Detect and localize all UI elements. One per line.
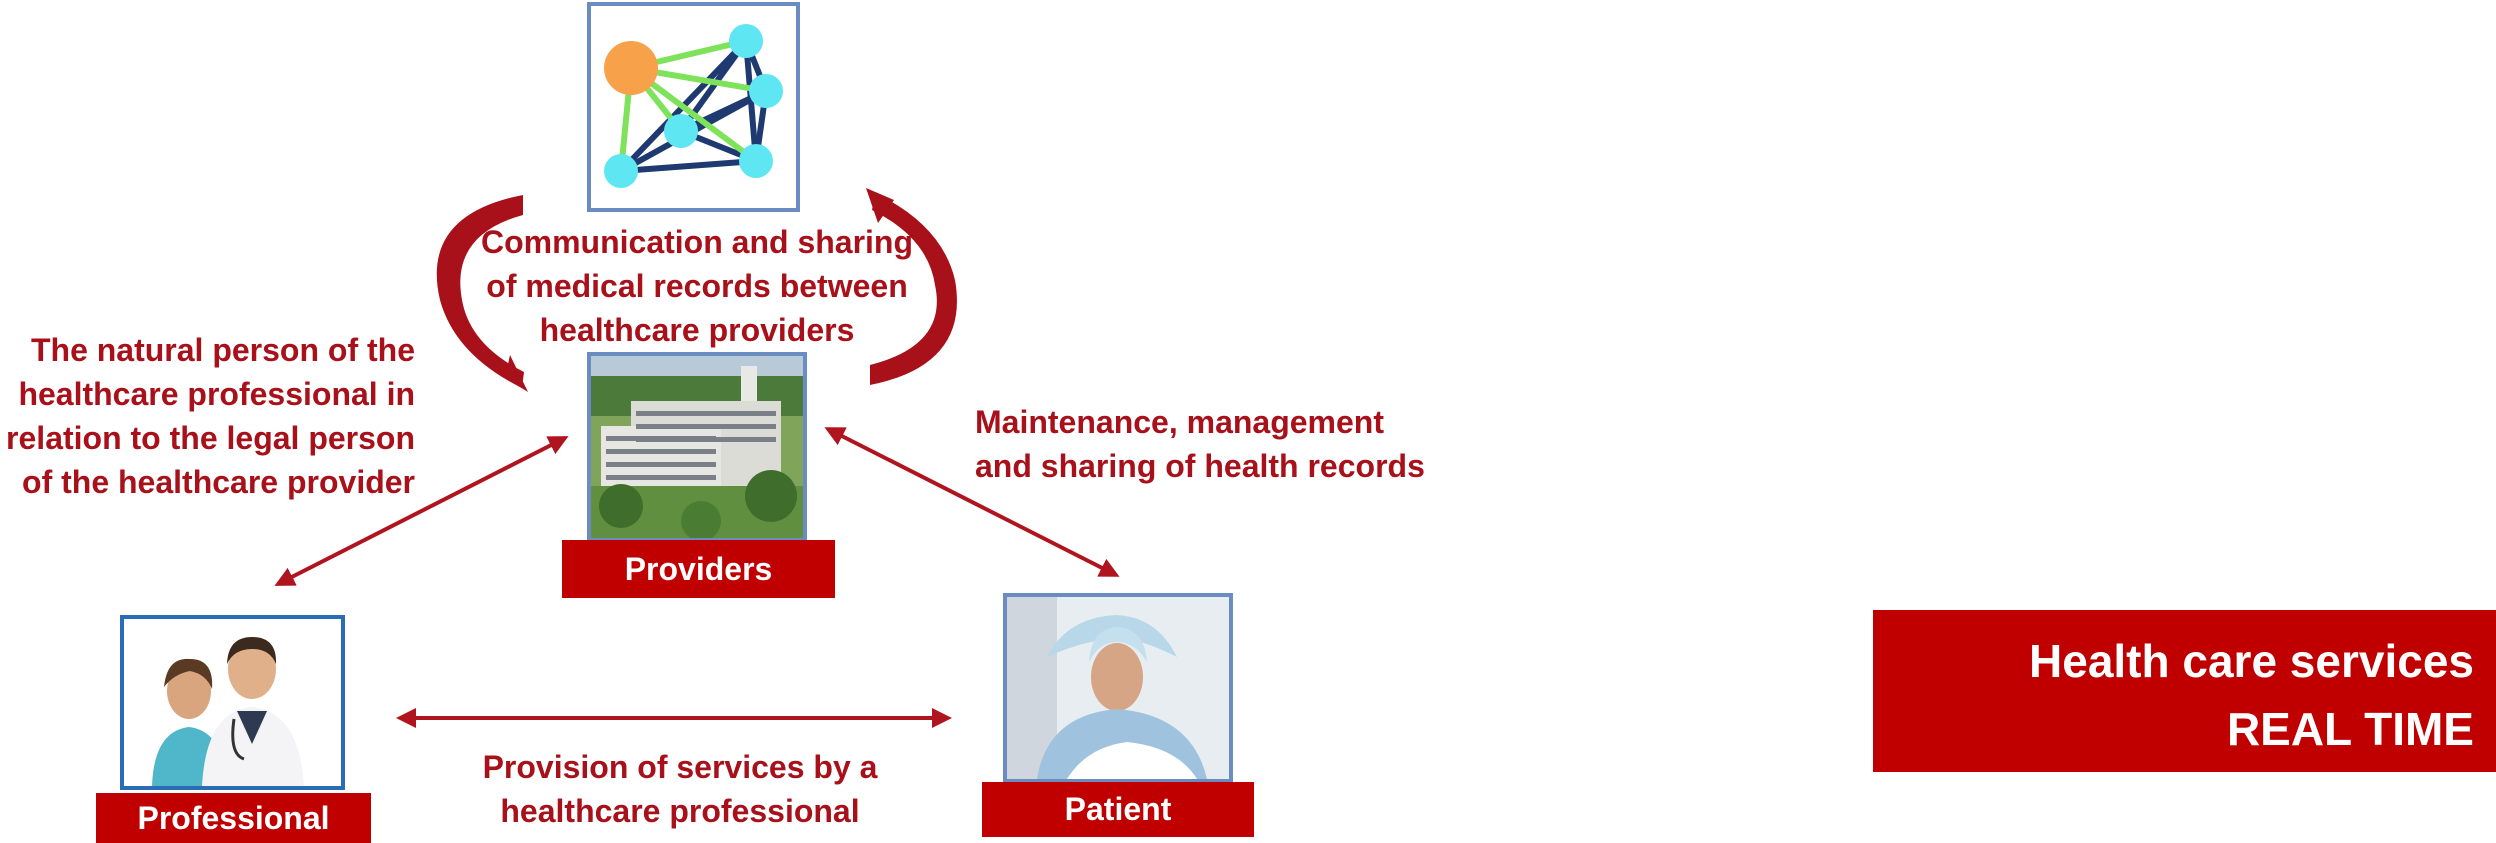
providers-label: Providers (562, 540, 835, 598)
patient-label: Patient (982, 782, 1254, 837)
maintenance-label: Maintenance, management and sharing of h… (975, 404, 1425, 484)
realtime-line1: Health care services (2029, 635, 2474, 687)
network-graph (604, 24, 783, 188)
curved-arrow-left (436, 195, 528, 392)
realtime-line2: REAL TIME (2226, 703, 2474, 755)
realtime-box: Health care services REAL TIME (1873, 610, 2496, 772)
patient-image (1003, 593, 1233, 783)
professionals-illustration (124, 619, 341, 786)
curved-arrow-right (866, 188, 957, 385)
natural-person-label: The natural person of the healthcare pro… (6, 332, 415, 500)
arrow-professional-provider (274, 436, 569, 586)
sharing-label: Communication and sharing of medical rec… (480, 224, 914, 348)
patient-illustration (1007, 597, 1229, 779)
hospital-illustration (591, 356, 803, 538)
professionals-image (120, 615, 345, 790)
arrow-provider-patient (824, 427, 1120, 577)
network-icon (587, 2, 800, 212)
hospital-building-image (587, 352, 807, 542)
provision-label: Provision of services by a healthcare pr… (482, 749, 878, 829)
professional-label: Professional (96, 793, 371, 843)
